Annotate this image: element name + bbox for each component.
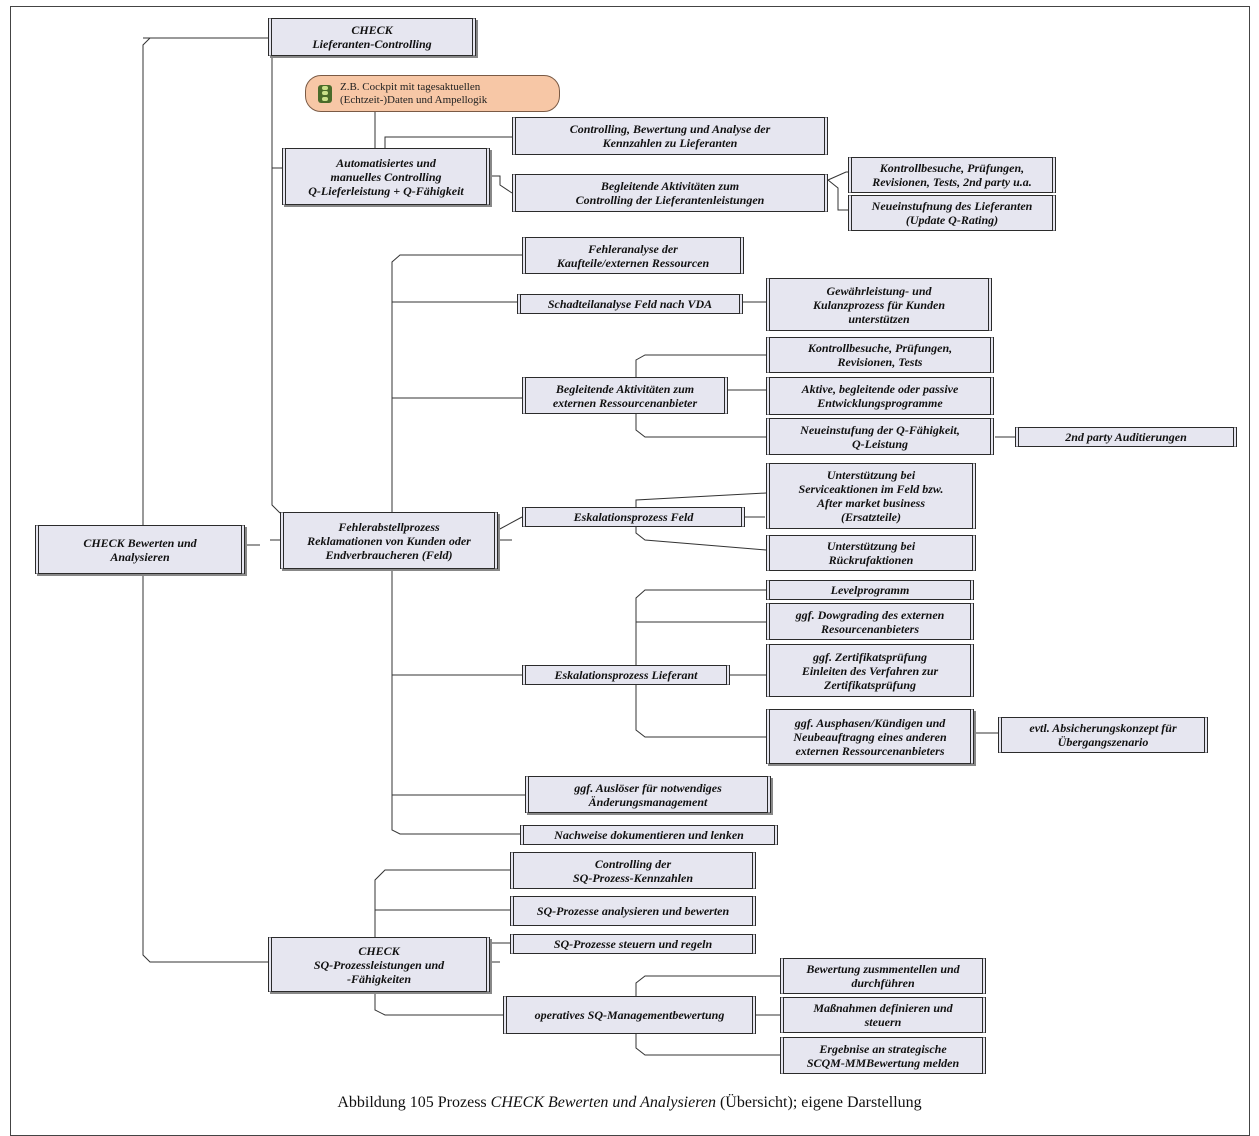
node-neueinstufung-lieferant[interactable]: Neueinstufnung des Lieferanten (Update Q… — [848, 195, 1056, 231]
node-absicherungskonzept[interactable]: evtl. Absicherungskonzept für Übergangsz… — [998, 717, 1208, 753]
node-zertifikatspruefung[interactable]: ggf. Zertifikatsprüfung Einleiten des Ve… — [766, 644, 974, 697]
node-bewertung-durchfuehren[interactable]: Bewertung zusmmentellen und durchführen — [780, 958, 986, 994]
caption-prefix: Abbildung 105 Prozess — [337, 1094, 491, 1111]
node-rueckrufaktionen[interactable]: Unterstützung bei Rückrufaktionen — [766, 535, 976, 571]
node-lieferanten-controlling[interactable]: CHECK Lieferanten-Controlling — [268, 18, 476, 56]
traffic-light-icon — [318, 84, 332, 103]
node-sq-steuern[interactable]: SQ-Prozesse steuern und regeln — [510, 934, 756, 954]
node-ergebnisse[interactable]: Ergebnise an strategische SCQM-MMBewertu… — [780, 1037, 986, 1074]
node-sq-prozessleistungen[interactable]: CHECK SQ-Prozessleistungen und -Fähigkei… — [268, 937, 490, 992]
node-begleitende-ressourcenanbieter[interactable]: Begleitende Aktivitäten zum externen Res… — [522, 377, 728, 414]
node-root[interactable]: CHECK Bewerten und Analysieren — [35, 525, 245, 574]
node-begleitende-lieferantenleistungen[interactable]: Begleitende Aktivitäten zum Controlling … — [512, 174, 828, 212]
figure-caption: Abbildung 105 Prozess CHECK Bewerten und… — [0, 1094, 1259, 1112]
node-eskalation-feld[interactable]: Eskalationsprozess Feld — [522, 507, 745, 527]
node-fehleranalyse-kaufteile[interactable]: Fehleranalyse der Kaufteile/externen Res… — [522, 237, 744, 274]
node-kontrollbesuche-tests[interactable]: Kontrollbesuche, Prüfungen, Revisionen, … — [766, 337, 994, 373]
node-sq-kennzahlen[interactable]: Controlling der SQ-Prozess-Kennzahlen — [510, 852, 756, 889]
node-entwicklungsprogramme[interactable]: Aktive, begleitende oder passive Entwick… — [766, 377, 994, 415]
node-downgrading[interactable]: ggf. Dowgrading des externen Resourcenan… — [766, 603, 974, 640]
node-nachweise[interactable]: Nachweise dokumentieren und lenken — [520, 825, 778, 845]
node-massnahmen[interactable]: Maßnahmen definieren und steuern — [780, 997, 986, 1033]
node-sq-analysieren[interactable]: SQ-Prozesse analysieren und bewerten — [510, 896, 756, 926]
node-gewaehrleistung[interactable]: Gewährleistung- und Kulanzprozess für Ku… — [766, 278, 992, 331]
cockpit-note: Z.B. Cockpit mit tagesaktuellen (Echtzei… — [305, 75, 560, 112]
node-eskalation-lieferant[interactable]: Eskalationsprozess Lieferant — [522, 665, 730, 685]
cockpit-note-text: Z.B. Cockpit mit tagesaktuellen (Echtzei… — [340, 80, 488, 106]
node-serviceaktionen[interactable]: Unterstützung bei Serviceaktionen im Fel… — [766, 463, 976, 529]
node-sq-management[interactable]: operatives SQ-Managementbewertung — [503, 996, 756, 1034]
node-auto-controlling[interactable]: Automatisiertes und manuelles Controllin… — [282, 148, 490, 205]
node-fehlerabstellprozess[interactable]: Fehlerabstellprozess Reklamationen von K… — [280, 512, 498, 569]
node-neueinstufung-q[interactable]: Neueinstufung der Q-Fähigkeit, Q-Leistun… — [766, 418, 994, 455]
node-ausphasen[interactable]: ggf. Ausphasen/Kündigen und Neubeauftrag… — [766, 709, 974, 764]
caption-suffix: (Übersicht); eigene Darstellung — [715, 1094, 922, 1111]
node-schadteilanalyse[interactable]: Schadteilanalyse Feld nach VDA — [517, 294, 743, 314]
node-kennzahlen-analyse[interactable]: Controlling, Bewertung und Analyse der K… — [512, 117, 828, 155]
node-kontrollbesuche-2nd-party[interactable]: Kontrollbesuche, Prüfungen, Revisionen, … — [848, 157, 1056, 193]
node-auditierungen[interactable]: 2nd party Auditierungen — [1015, 427, 1237, 447]
caption-italic: CHECK Bewerten und Analysieren — [490, 1094, 716, 1111]
node-aenderungsmanagement[interactable]: ggf. Auslöser für notwendiges Änderungsm… — [525, 776, 771, 813]
node-levelprogramm[interactable]: Levelprogramm — [766, 580, 974, 600]
